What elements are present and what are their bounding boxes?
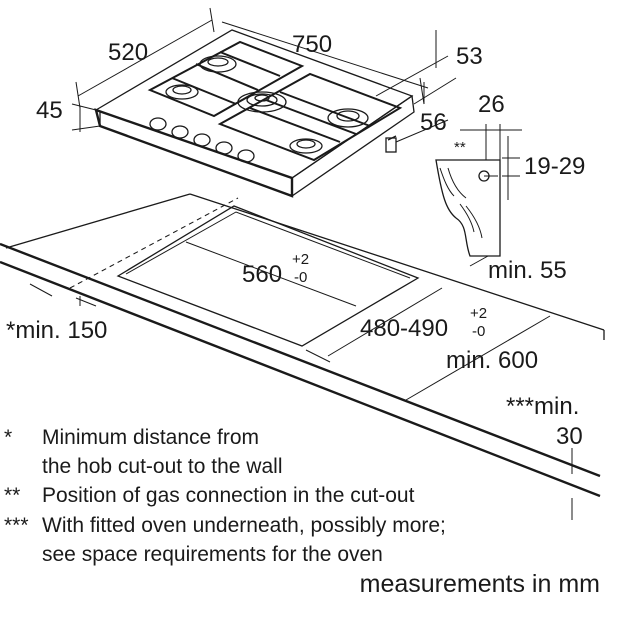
dim-cutout-width: 560: [242, 261, 282, 288]
cutout-outline: [116, 205, 420, 347]
worktop: [0, 193, 605, 498]
dim-hob-depth: 520: [108, 39, 148, 66]
dim-hob-height: 45: [36, 97, 63, 124]
burner-rear-left: [199, 55, 237, 73]
gas-connection-marker: **: [454, 139, 466, 156]
footnote-2-line-1: Position of gas connection in the cut-ou…: [42, 484, 415, 507]
dim-gas-connection-range: 19-29: [524, 153, 585, 180]
worktop-section-detail: [435, 124, 522, 267]
units-caption: measurements in mm: [359, 570, 600, 598]
control-knobs: [149, 117, 255, 163]
knob-2: [171, 125, 189, 139]
hob-front-edge: [94, 108, 294, 198]
pan-support-grates: [147, 40, 403, 162]
footnote-1-mark: *: [4, 426, 13, 449]
footnote-2-mark: **: [4, 484, 21, 507]
hob-dimension-lines: [71, 7, 457, 143]
footnote-3-line-1: With fitted oven underneath, possibly mo…: [42, 514, 446, 537]
burner-rear-right: [327, 108, 369, 128]
burner-wok-center: [237, 91, 287, 113]
dim-min-wall-distance: *min. 150: [6, 317, 107, 344]
worktop-section-profile: [435, 159, 501, 257]
dim-min-oven-gap-value: 30: [556, 423, 583, 450]
knob-4: [215, 141, 233, 155]
footnote-1-line-2: the hob cut-out to the wall: [42, 455, 283, 478]
dim-worktop-min-thickness: min. 55: [488, 257, 567, 284]
footnote-1-line-1: Minimum distance from: [42, 426, 260, 449]
burner-front-right: [289, 138, 323, 154]
dim-cutout-width-tol-plus: +2: [292, 251, 309, 268]
dim-gas-offset-top: 53: [456, 43, 483, 70]
dim-worktop-min-depth: min. 600: [446, 347, 538, 374]
dim-gas-offset-side: 56: [420, 109, 447, 136]
footnote-1: * Minimum distance from: [4, 426, 259, 450]
dim-cutout-depth: 480-490: [360, 315, 448, 342]
hob-cutout: [29, 205, 573, 520]
footnote-2: ** Position of gas connection in the cut-…: [4, 484, 414, 508]
gas-inlet-pipe: [385, 135, 397, 153]
dim-cutout-width-tol-minus: -0: [294, 269, 307, 286]
knob-3: [193, 133, 211, 147]
dim-cutout-depth-tol-minus: -0: [472, 323, 485, 340]
footnote-3-continued: see space requirements for the oven: [42, 543, 383, 567]
dim-hob-width: 750: [292, 31, 332, 58]
hob-side-edge: [291, 94, 415, 198]
dim-min-oven-gap-label: ***min.: [506, 393, 579, 420]
burners: [165, 55, 369, 154]
knob-5: [237, 149, 255, 163]
hob: [94, 29, 415, 198]
footnote-3-line-2: see space requirements for the oven: [42, 543, 383, 566]
dim-gas-connection-depth: 26: [478, 91, 505, 118]
footnote-3: *** With fitted oven underneath, possibly…: [4, 514, 446, 538]
footnote-3-mark: ***: [4, 514, 29, 537]
burner-front-left: [165, 84, 199, 100]
knob-1: [149, 117, 167, 131]
dim-cutout-depth-tol-plus: +2: [470, 305, 487, 322]
footnote-1-continued: the hob cut-out to the wall: [42, 455, 283, 479]
